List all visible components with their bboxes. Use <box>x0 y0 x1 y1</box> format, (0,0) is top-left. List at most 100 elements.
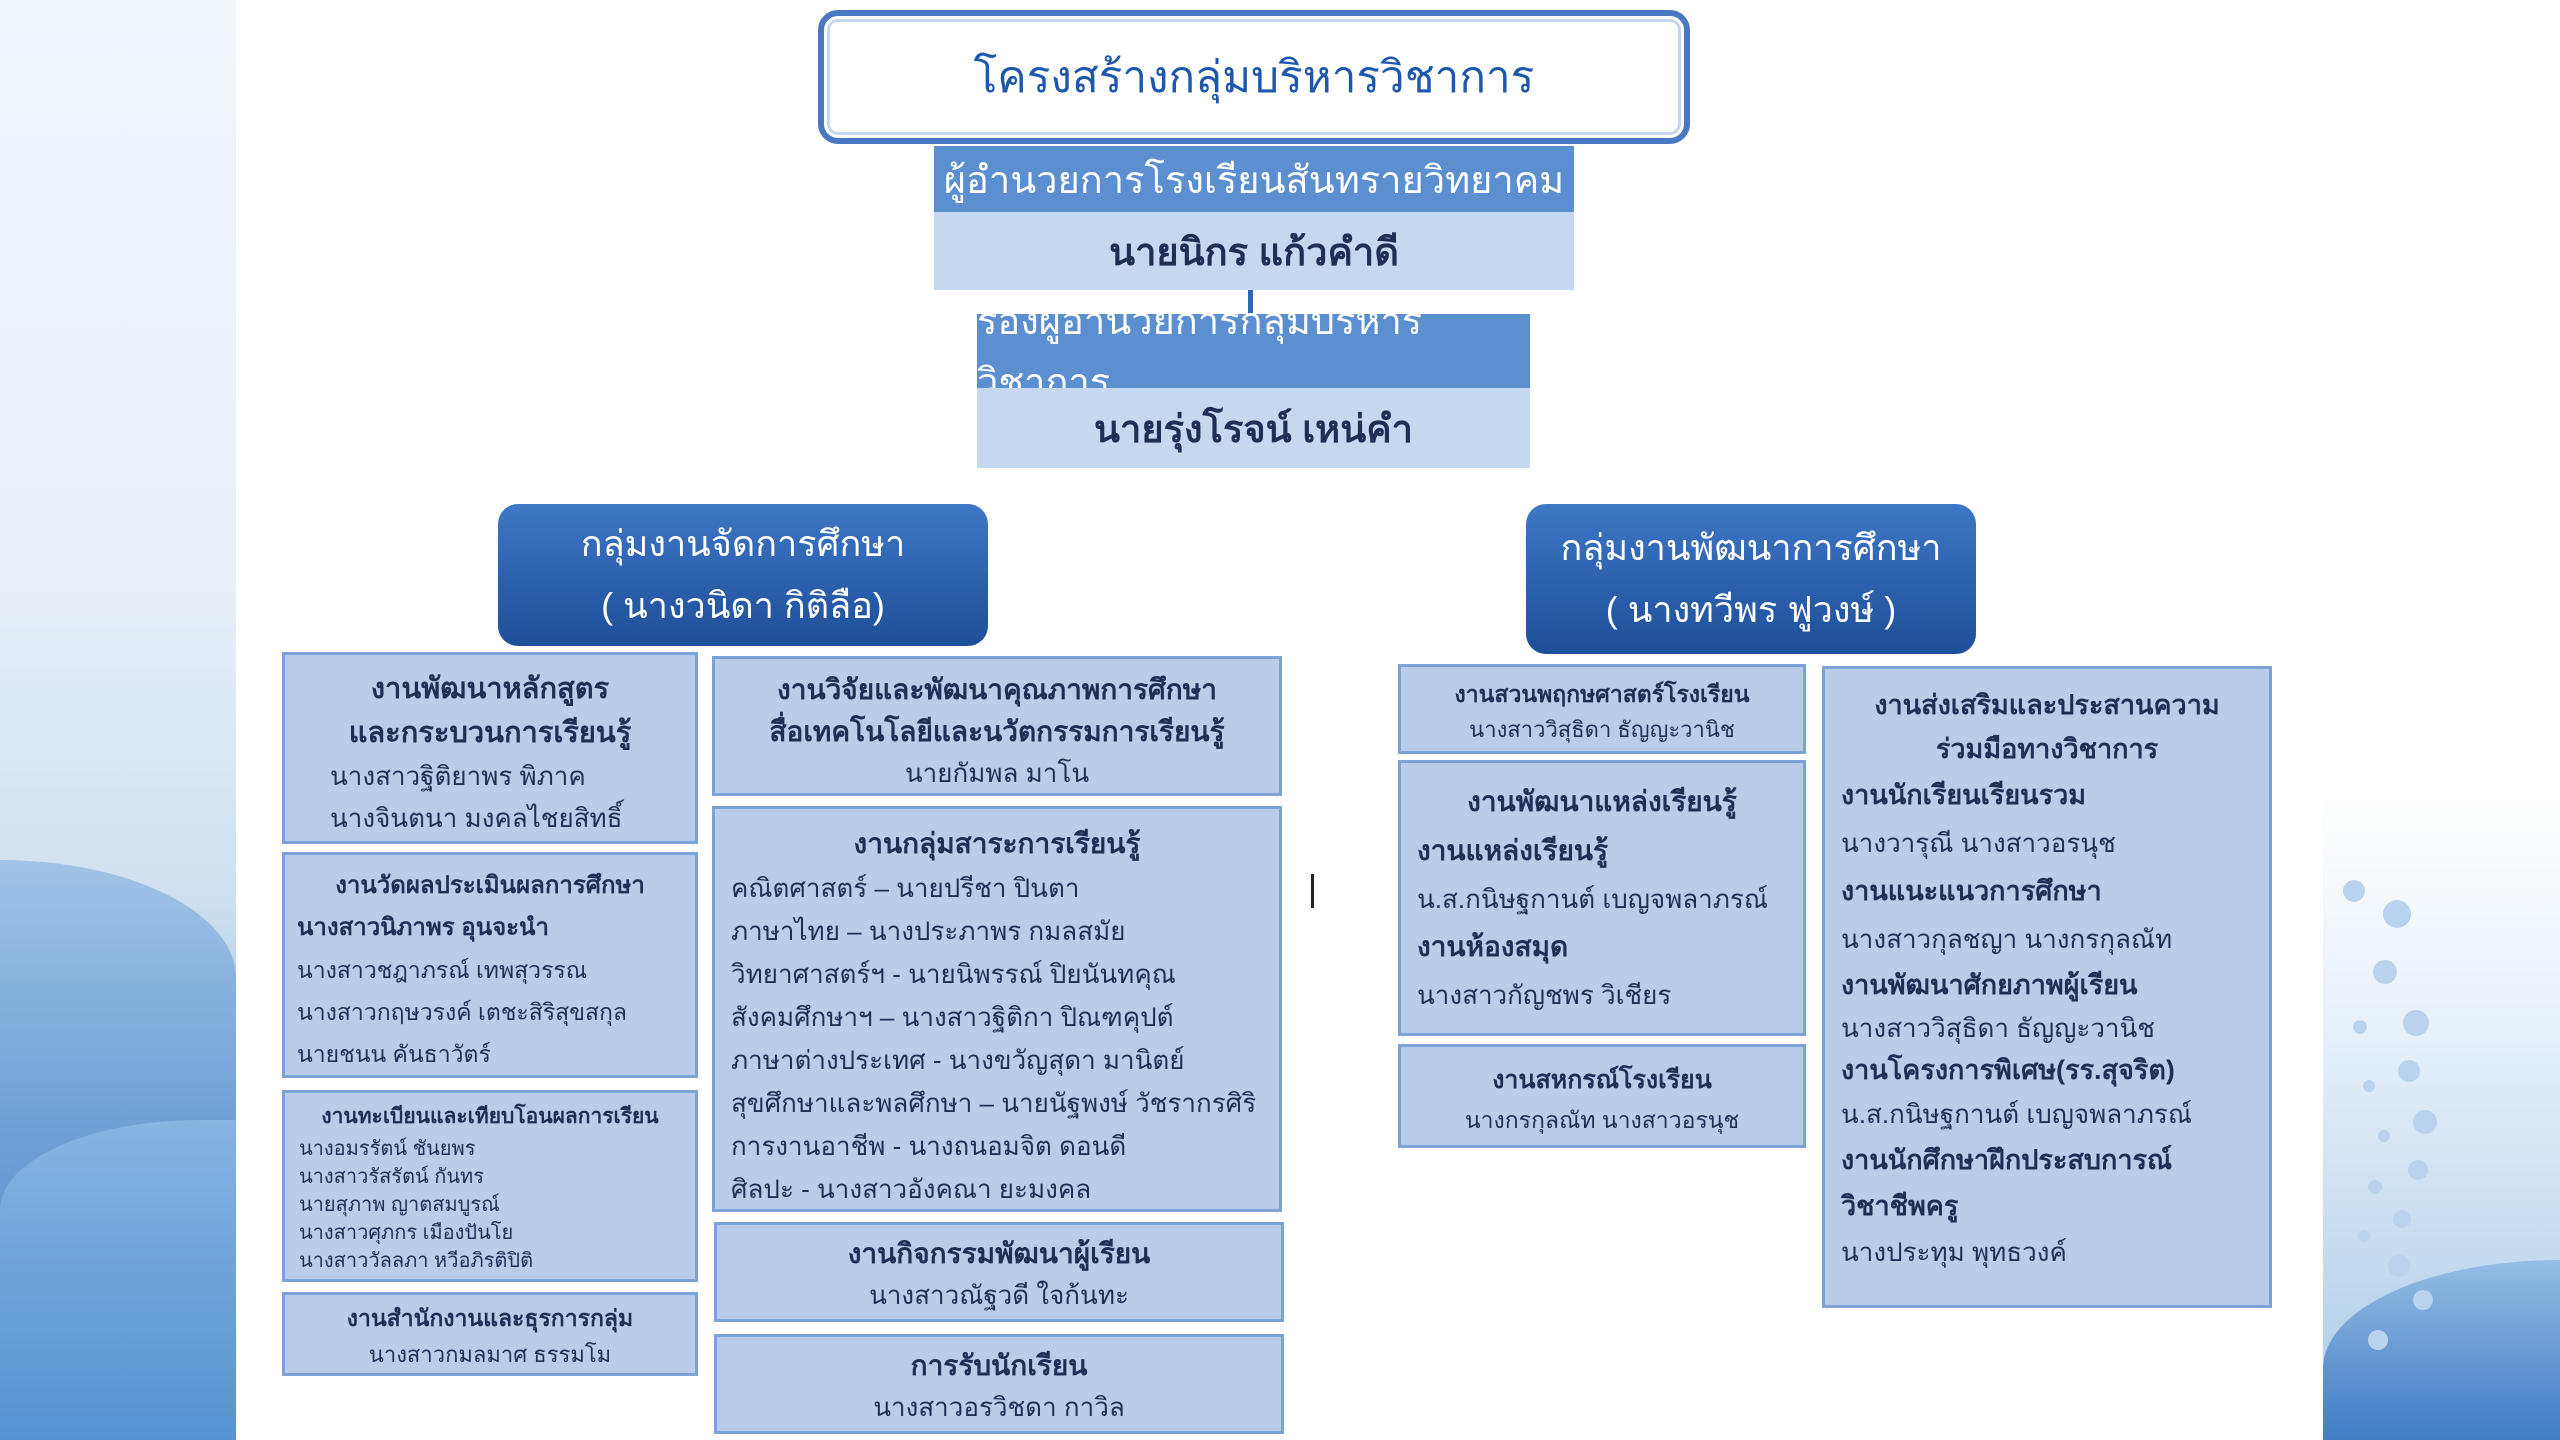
subject-item: คณิตศาสตร์ – นายปรีชา ปินตา <box>731 873 1080 903</box>
person-name: นางประทุม พุทธวงค์ <box>1841 1237 2067 1267</box>
box-title: การรับนักเรียน <box>910 1350 1088 1381</box>
box-cooperative: งานสหกรณ์โรงเรียน นางกรกุลณัท นางสาวอรนุ… <box>1398 1044 1806 1148</box>
decor-dot <box>2413 1110 2437 1134</box>
person-name: น.ส.กนิษฐกานต์ เบญจพลาภรณ์ <box>1417 884 1768 914</box>
box-title: งานทะเบียนและเทียบโอนผลการเรียน <box>321 1105 659 1128</box>
subject-item: วิทยาศาสตร์ฯ - นายนิพรรณ์ ปิยนันทคุณ <box>731 959 1176 989</box>
box-registration: งานทะเบียนและเทียบโอนผลการเรียน นางอมรรั… <box>282 1090 698 1282</box>
box-title: งานกิจกรรมพัฒนาผู้เรียน <box>847 1238 1151 1269</box>
person-name: นางสาวณัฐวดี ใจก้นทะ <box>869 1280 1129 1310</box>
box-title: งานพัฒนาแหล่งเรียนรู้ <box>1467 786 1737 817</box>
box-title: ร่วมมือทางวิชาการ <box>1935 734 2159 764</box>
director-position: ผู้อำนวยการโรงเรียนสันทรายวิทยาคม <box>934 146 1574 212</box>
person-name: นางสาวกัญชพร วิเชียร <box>1417 980 1672 1010</box>
sub-title: งานแหล่งเรียนรู้ <box>1417 835 1609 866</box>
right-wave-decoration <box>2323 1260 2560 1440</box>
deputy-name-text: นายรุ่งโรจน์ เหน่คำ <box>1094 408 1413 451</box>
deputy-name: นายรุ่งโรจน์ เหน่คำ <box>977 388 1530 468</box>
box-learning-sources: งานพัฒนาแหล่งเรียนรู้ งานแหล่งเรียนรู้ น… <box>1398 760 1806 1036</box>
left-background-decoration <box>0 0 236 1440</box>
subject-item: สุขศึกษาและพลศึกษา – นายนัฐพงษ์ วัชรากรศ… <box>731 1088 1257 1118</box>
person-lead: นางสาวนิภาพร อุนจะนำ <box>297 914 549 941</box>
subject-item: สังคมศึกษาฯ – นางสาวฐิติกา ปิณฑคุปต์ <box>731 1002 1174 1032</box>
group-head-name: ( นางวนิดา กิติลือ) <box>601 585 885 626</box>
sub-title: งานนักศึกษาฝึกประสบการณ์ <box>1841 1145 2173 1175</box>
group-head-education-development: กลุ่มงานพัฒนาการศึกษา ( นางทวีพร ฟูวงษ์ … <box>1526 504 1976 654</box>
person-name: นางสาวกุลชญา นางกรกุลณัท <box>1841 924 2173 954</box>
decor-dot <box>2403 1010 2429 1036</box>
person-name: นางจินตนา มงคลไชยสิทธิ์ <box>330 803 623 833</box>
subject-item: ภาษาต่างประเทศ - นางขวัญสุดา มานิตย์ <box>731 1045 1185 1075</box>
sub-title: วิชาชีพครู <box>1841 1191 1959 1221</box>
deputy-position: รองผู้อำนวยการกลุ่มบริหารวิชาการ <box>977 301 1530 404</box>
chart-title: โครงสร้างกลุ่มบริหารวิชาการ <box>818 10 1690 144</box>
box-title: สื่อเทคโนโลยีและนวัตกรรมการเรียนรู้ <box>769 716 1225 747</box>
sub-title: งานแนะแนวการศึกษา <box>1841 876 2102 906</box>
person-name: นางสาวอรวิชดา กาวิล <box>873 1392 1125 1422</box>
chart-title-text: โครงสร้างกลุ่มบริหารวิชาการ <box>973 53 1535 102</box>
director-position-text: ผู้อำนวยการโรงเรียนสันทรายวิทยาคม <box>943 159 1565 202</box>
box-botanical: งานสวนพฤกษศาสตร์โรงเรียน นางสาววิสุธิดา … <box>1398 664 1806 754</box>
subject-item: ศิลปะ - นางสาวอังคณา ยะมงคล <box>731 1174 1092 1204</box>
right-background-decoration <box>2323 0 2560 1440</box>
sub-title: งานพัฒนาศักยภาพผู้เรียน <box>1841 970 2138 1000</box>
person-name: นายชนน คันธาวัตร์ <box>297 1041 491 1067</box>
group-title: กลุ่มงานจัดการศึกษา <box>580 523 906 564</box>
box-evaluation: งานวัดผลประเมินผลการศึกษา นางสาวนิภาพร อ… <box>282 852 698 1078</box>
box-title: และกระบวนการเรียนรู้ <box>348 717 632 749</box>
director-name-text: นายนิกร แก้วคำดี <box>1109 231 1399 274</box>
person-name: นางสาววัลลภา หวีอภิรติปิติ <box>299 1250 534 1272</box>
box-title: งานกลุ่มสาระการเรียนรู้ <box>853 828 1141 859</box>
decor-dot <box>2368 1330 2388 1350</box>
box-research: งานวิจัยและพัฒนาคุณภาพการศึกษา สื่อเทคโน… <box>712 656 1282 796</box>
box-title: งานส่งเสริมและประสานความ <box>1874 690 2220 720</box>
sub-title: งานนักเรียนเรียนรวม <box>1841 780 2087 810</box>
person-name: นางสาวกฤษวรงค์ เตชะสิริสุขสกุล <box>297 999 627 1025</box>
box-title: งานวิจัยและพัฒนาคุณภาพการศึกษา <box>777 674 1217 705</box>
box-academic-promotion: งานส่งเสริมและประสานความ ร่วมมือทางวิชาก… <box>1822 666 2272 1308</box>
group-head-education-management: กลุ่มงานจัดการศึกษา ( นางวนิดา กิติลือ) <box>498 504 988 646</box>
connector-line <box>1248 290 1253 314</box>
box-curriculum: งานพัฒนาหลักสูตร และกระบวนการเรียนรู้ นา… <box>282 652 698 844</box>
sub-title: งานห้องสมุด <box>1417 931 1569 962</box>
person-name: นางกรกุลณัท นางสาวอรนุช <box>1464 1107 1740 1133</box>
person-name: นางสาวชฎาภรณ์ เทพสุวรรณ <box>297 957 588 983</box>
decor-dot <box>2343 880 2365 902</box>
decor-dot <box>2373 960 2397 984</box>
group-head-name: ( นางทวีพร ฟูวงษ์ ) <box>1605 589 1897 630</box>
box-subjects: งานกลุ่มสาระการเรียนรู้ คณิตศาสตร์ – นาย… <box>712 806 1282 1212</box>
person-name: นางสาววิสุธิดา ธัญญะวานิช <box>1841 1013 2155 1043</box>
box-title: งานพัฒนาหลักสูตร <box>370 673 610 705</box>
person-name: นางสาวกมลมาศ ธรรมโม <box>368 1342 612 1367</box>
left-wave-decoration-2 <box>0 1120 236 1440</box>
text-cursor <box>1311 874 1314 908</box>
person-name: นางสาวฐิติยาพร พิภาค <box>330 761 586 791</box>
box-title: งานสวนพฤกษศาสตร์โรงเรียน <box>1454 681 1750 707</box>
decor-dot <box>2353 1020 2367 1034</box>
decor-dot <box>2358 1230 2370 1242</box>
decor-dot <box>2393 1210 2411 1228</box>
box-title: งานวัดผลประเมินผลการศึกษา <box>335 872 645 899</box>
sub-title: งานโครงการพิเศษ(รร.สุจริต) <box>1841 1055 2175 1085</box>
person-name: นางสาววิสุธิดา ธัญญะวานิช <box>1469 717 1735 742</box>
person-name: นางวารุณี นางสาวอรนุช <box>1841 828 2116 858</box>
decor-dot <box>2413 1290 2433 1310</box>
person-name: นางสาวรัสรัตน์ กันทร <box>299 1166 484 1188</box>
box-office: งานสำนักงานและธุรการกลุ่ม นางสาวกมลมาศ ธ… <box>282 1292 698 1376</box>
person-name: นางอมรรัตน์ ชันยพร <box>299 1138 476 1160</box>
decor-dot <box>2363 1080 2375 1092</box>
decor-dot <box>2378 1130 2390 1142</box>
director-name: นายนิกร แก้วคำดี <box>934 212 1574 290</box>
box-title: งานสำนักงานและธุรการกลุ่ม <box>346 1305 634 1331</box>
decor-dot <box>2383 900 2411 928</box>
subject-item: การงานอาชีพ - นางถนอมจิต ดอนดี <box>731 1131 1127 1161</box>
group-title: กลุ่มงานพัฒนาการศึกษา <box>1560 527 1942 568</box>
person-name: นางสาวศุภกร เมืองปันโย <box>299 1222 514 1244</box>
decor-dot <box>2398 1060 2420 1082</box>
decor-dot <box>2368 1180 2382 1194</box>
person-name: นายกัมพล มาโน <box>904 758 1090 788</box>
decor-dot <box>2388 1255 2410 1277</box>
person-name: น.ส.กนิษฐกานต์ เบญจพลาภรณ์ <box>1841 1099 2192 1129</box>
box-admission: การรับนักเรียน นางสาวอรวิชดา กาวิล <box>714 1334 1284 1434</box>
